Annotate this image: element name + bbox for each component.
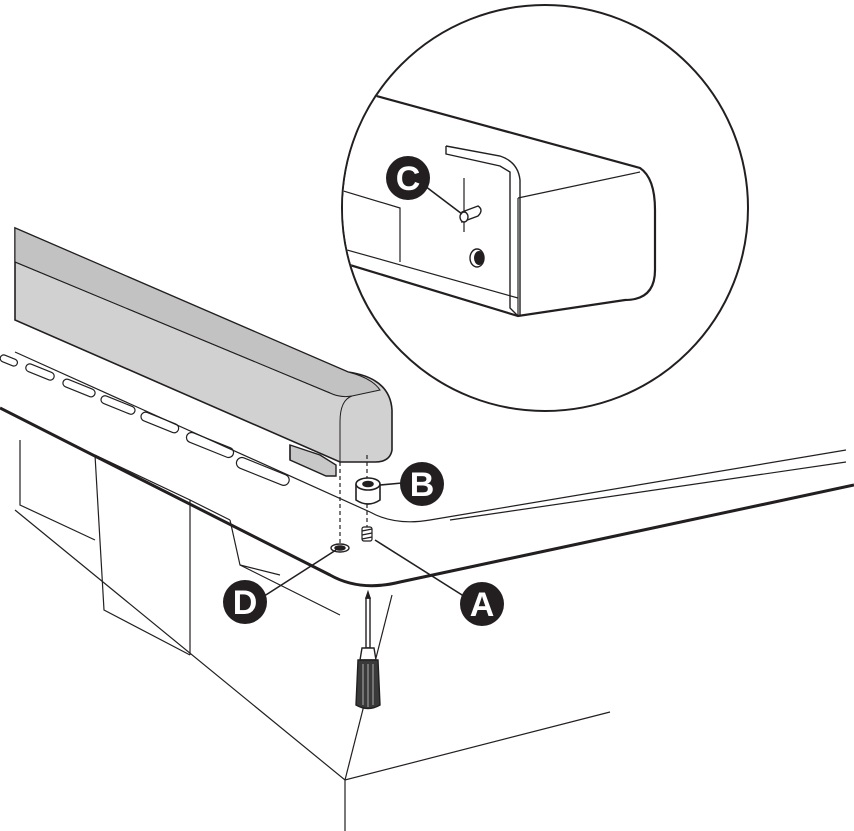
- tv-stand-frame: [14, 440, 611, 831]
- soundbar: [14, 226, 393, 463]
- tv-bottom-panel: [0, 351, 854, 588]
- screwdriver: [355, 589, 381, 710]
- callout-b: B: [400, 462, 444, 506]
- leader-lines: [257, 482, 471, 601]
- callout-b-label: B: [410, 466, 435, 504]
- callout-d: D: [223, 580, 267, 624]
- mounting-bracket: [289, 444, 337, 477]
- callout-c: C: [386, 156, 430, 200]
- callout-a-label: A: [470, 586, 495, 624]
- part-b-nut: [355, 477, 381, 505]
- tv-vent-slots: [0, 354, 290, 486]
- detail-pin: [459, 205, 482, 224]
- callout-c-label: C: [396, 160, 421, 198]
- part-a-screw: [361, 526, 373, 542]
- callout-a: A: [460, 582, 504, 626]
- zoom-detail: [341, 4, 749, 412]
- detail-hole: [469, 248, 485, 268]
- callout-d-label: D: [233, 584, 258, 622]
